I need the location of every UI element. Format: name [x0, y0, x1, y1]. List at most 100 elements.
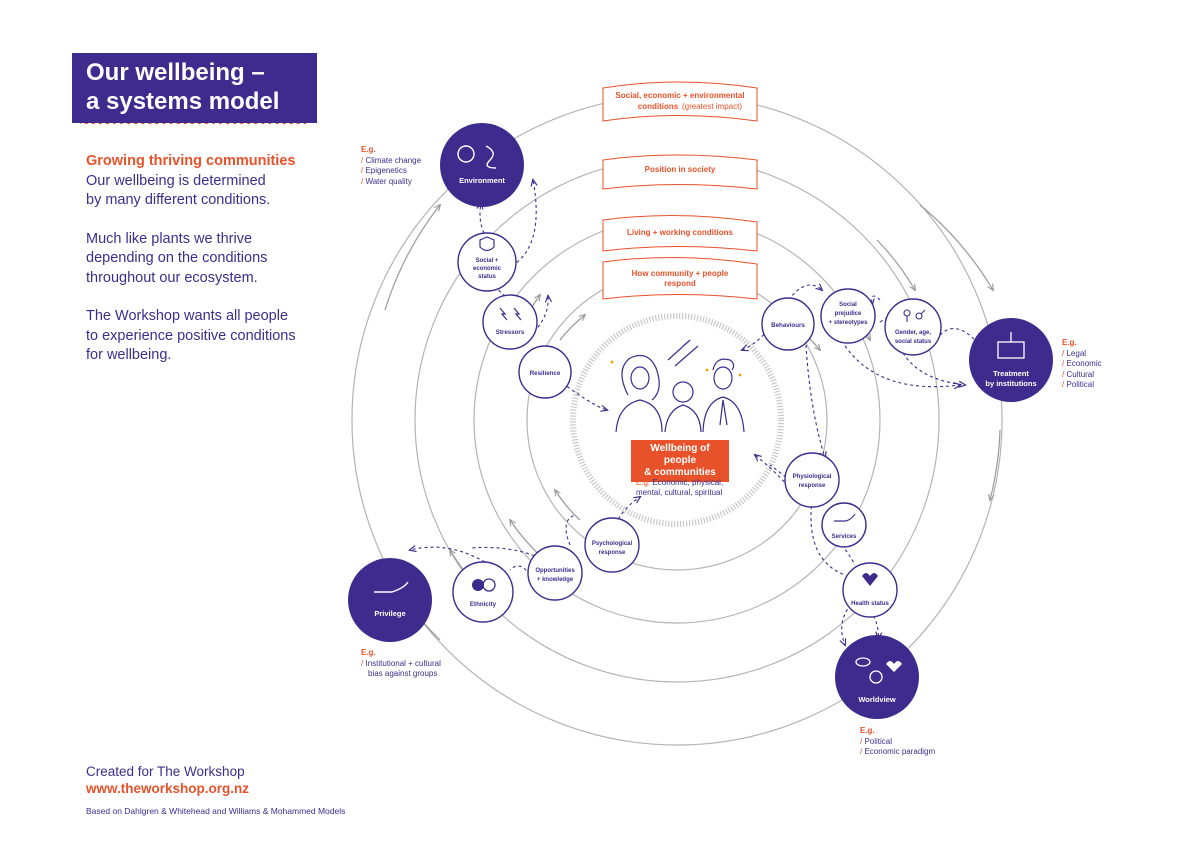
prejudice-label-2: prejudice — [835, 311, 862, 317]
gender-label-1: Gender, age, — [895, 330, 931, 336]
health-label: Health status — [851, 601, 889, 607]
sparkle-line-1 — [667, 339, 691, 361]
node-resilience[interactable]: Resilience — [518, 345, 572, 399]
man-body — [702, 396, 745, 433]
social-economic-label-1: Social + — [476, 258, 499, 264]
worldview-examples: E.g. / Political / Economic paradigm — [860, 726, 936, 756]
treatment-examples: E.g. / Legal / Economic / Cultural / Pol… — [1062, 338, 1102, 389]
node-privilege[interactable]: Privilege — [348, 558, 432, 642]
center-example: E.g. Economic, physical, mental, cultura… — [636, 478, 746, 498]
eg-label: E.g. — [1062, 338, 1077, 347]
intro-heading: Growing thriving communities — [86, 153, 296, 169]
lightning-icon — [499, 307, 508, 321]
physiological-label-2: response — [799, 483, 826, 489]
example-item: Water quality — [365, 176, 412, 186]
opportunities-label-2: + knowledge — [537, 577, 574, 583]
intro-p2-line-2: depending on the conditions — [86, 250, 268, 266]
privilege-examples: E.g. / Institutional + cultural bias aga… — [361, 648, 441, 678]
eye-icon — [855, 657, 871, 667]
behaviours-label: Behaviours — [771, 322, 805, 329]
physiological-label-1: Physiological — [793, 474, 832, 480]
example-item-continued: bias against groups — [368, 669, 438, 678]
privilege-label: Privilege — [374, 609, 405, 618]
child-body — [664, 404, 702, 433]
footer: Created for The Workshop www.theworkshop… — [86, 764, 345, 816]
center-eg-text-1: Economic, physical, — [652, 478, 724, 487]
node-ethnicity[interactable]: Ethnicity — [452, 561, 514, 623]
center-eg-label: E.g. — [636, 478, 651, 487]
ethnicity-label: Ethnicity — [470, 601, 497, 608]
banner-2-text: Position in society — [645, 165, 716, 174]
node-psychological-response[interactable]: Psychological response — [584, 517, 640, 573]
title-line-1: Our wellbeing – — [86, 59, 265, 86]
banner-1-line-1: Social, economic + environmental — [615, 91, 744, 100]
heart-icon — [862, 573, 878, 586]
example-item: Climate change — [365, 155, 422, 165]
center-title-line-2: & communities — [644, 467, 716, 478]
hand-icon — [374, 581, 409, 593]
node-treatment-by-institutions[interactable]: Treatment by institutions — [969, 318, 1053, 402]
intro-p2-line-3: throughout our ecosystem. — [86, 269, 258, 286]
banner-4-line-2: respond — [664, 279, 696, 288]
example-item: Institutional + cultural — [365, 658, 441, 668]
example-item: Economic — [1066, 359, 1102, 368]
inner-ring — [570, 313, 784, 527]
intro-p2-line-1: Much like plants we thrive — [86, 230, 253, 247]
example-item: Economic paradigm — [864, 747, 936, 756]
intro-text: Growing thriving communities Our wellbei… — [86, 152, 326, 385]
node-environment[interactable]: Environment — [440, 123, 524, 207]
shield-icon — [479, 236, 495, 252]
example-item: Political — [864, 736, 893, 746]
node-stressors[interactable]: Stressors — [482, 294, 538, 350]
page-title: Our wellbeing – a systems model — [86, 58, 279, 116]
center-title: Wellbeing of people & communities — [631, 440, 729, 482]
sparkle-line-2 — [674, 345, 699, 367]
title-line-2: a systems model — [86, 88, 280, 115]
globe-icon — [869, 670, 883, 684]
hand-icon — [834, 513, 856, 522]
node-services[interactable]: Services — [821, 502, 867, 548]
center-eg-text-2: mental, cultural, spiritual — [636, 488, 723, 497]
eg-label: E.g. — [361, 145, 376, 154]
banner-1-line-2a: conditions — [638, 102, 679, 111]
node-gender-age-status[interactable]: Gender, age, social status — [884, 298, 942, 356]
example-item: Epigenetics — [365, 166, 407, 175]
sparkle-stars — [610, 360, 742, 377]
services-label: Services — [832, 534, 857, 540]
banner-social-economic: Social, economic + environmental conditi… — [602, 81, 758, 122]
example-item: Cultural — [1066, 369, 1095, 379]
based-on-note: Based on Dahlgren & Whitehead and Willia… — [86, 806, 346, 816]
eg-label: E.g. — [860, 726, 875, 735]
intro-p3-line-1: The Workshop wants all people — [86, 308, 289, 324]
example-item: Political — [1066, 380, 1095, 389]
intro-line-1: Our wellbeing is determined — [86, 172, 266, 189]
node-social-prejudice[interactable]: Social prejudice + stereotypes — [820, 288, 876, 344]
stressors-label: Stressors — [496, 329, 525, 336]
node-physiological-response[interactable]: Physiological response — [784, 452, 840, 508]
intro-p3-line-2: to experience positive conditions — [86, 327, 296, 344]
heart-icon — [886, 661, 902, 672]
man-face — [713, 366, 733, 390]
prejudice-label-3: + stereotypes — [829, 320, 869, 326]
banner-living-working: Living + working conditions — [602, 214, 758, 252]
node-health-status[interactable]: Health status — [842, 562, 898, 618]
environment-label: Environment — [459, 176, 505, 185]
banner-position: Position in society — [602, 154, 758, 190]
psychological-label-2: response — [599, 550, 626, 556]
gender-label-2: social status — [895, 339, 932, 345]
node-worldview[interactable]: Worldview — [835, 635, 919, 719]
psychological-label-1: Psychological — [592, 541, 633, 547]
people-illustration — [615, 339, 745, 433]
node-opportunities-knowledge[interactable]: Opportunities + knowledge — [527, 545, 583, 601]
node-behaviours[interactable]: Behaviours — [761, 297, 815, 351]
website-link[interactable]: www.theworkshop.org.nz — [86, 781, 250, 796]
example-item: Legal — [1066, 348, 1087, 358]
node-social-economic-status[interactable]: Social + economic status — [457, 232, 517, 292]
banner-1-line-2b: (greatest impact) — [682, 102, 742, 111]
male-symbol-icon — [915, 312, 923, 320]
prejudice-label-1: Social — [839, 302, 857, 308]
child-face — [672, 381, 694, 403]
title-box — [72, 53, 317, 123]
eg-label: E.g. — [361, 648, 376, 657]
